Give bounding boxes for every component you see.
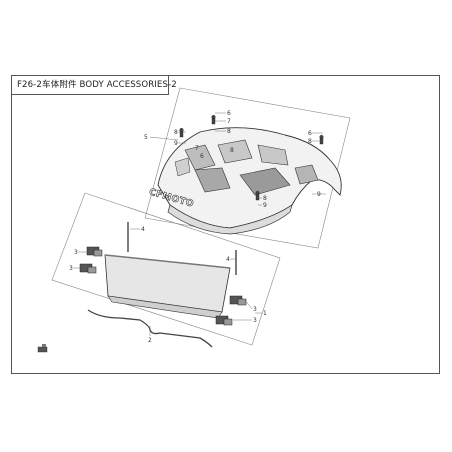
callout-6a: 6 — [227, 110, 231, 117]
callout-8d: 8 — [263, 195, 267, 202]
lower-panel — [104, 254, 231, 319]
lower-assembly-boundary — [51, 192, 281, 346]
callout-7a: 7 — [227, 118, 231, 125]
callout-8e: 8 — [230, 147, 234, 154]
callout-4b: 4 — [226, 256, 230, 263]
windshield-rods — [127, 222, 237, 275]
callout-3b: 3 — [69, 265, 73, 272]
callout-6b: 6 — [200, 153, 204, 160]
callout-9a: 9 — [174, 140, 178, 147]
callout-8b: 8 — [227, 128, 231, 135]
front-body-panel: CFMOTO — [147, 127, 342, 235]
callout-7b: 7 — [195, 145, 199, 152]
clamp-brackets — [79, 246, 247, 326]
callout-6c: 6 — [308, 130, 312, 137]
callout-9b: 9 — [317, 191, 321, 198]
diagram-frame — [11, 75, 440, 374]
callout-3a: 3 — [74, 249, 78, 256]
callout-3c: 3 — [253, 306, 257, 313]
callout-4a: 4 — [141, 226, 145, 233]
hardware-icon — [37, 344, 48, 353]
leader-lines — [73, 112, 326, 336]
callout-2: 2 — [148, 337, 152, 344]
callout-8a: 8 — [174, 129, 178, 136]
callout-3d: 3 — [253, 317, 257, 324]
diagram-title: F26-2车体附件 BODY ACCESSORIES-2 — [11, 75, 177, 95]
callout-1: 1 — [263, 310, 267, 317]
callout-8c: 8 — [308, 138, 312, 145]
upper-assembly-boundary — [144, 87, 351, 249]
callout-9c: 9 — [263, 202, 267, 209]
callout-5: 5 — [144, 134, 148, 141]
